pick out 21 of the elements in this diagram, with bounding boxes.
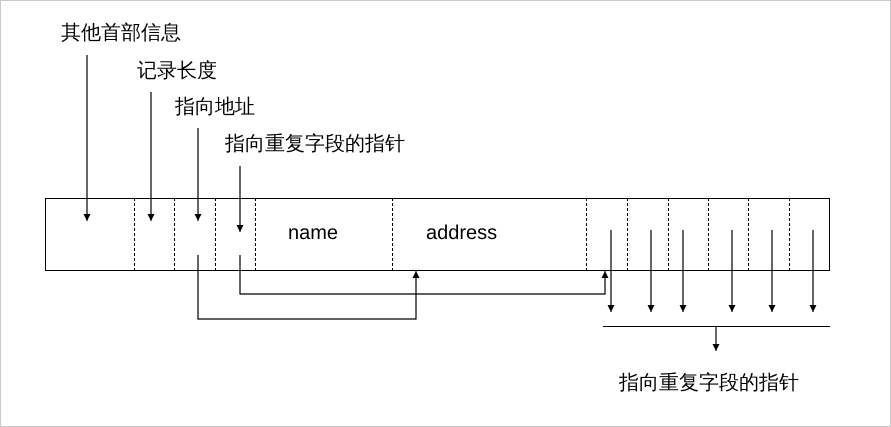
- arrow: [608, 230, 614, 312]
- arrow: [768, 230, 776, 312]
- record-box: [45, 198, 830, 271]
- arrow: [148, 92, 154, 221]
- pointer-arrow: [239, 255, 608, 295]
- arrow: [810, 230, 816, 312]
- field-label: 指向重复字段的指针: [225, 132, 445, 158]
- field-label: 指向重复字段的指针: [619, 371, 839, 397]
- field-name: name: [255, 198, 393, 271]
- arrow: [728, 230, 736, 312]
- arrow: [194, 128, 202, 221]
- field-label: 其他首部信息: [61, 21, 209, 47]
- field-label: 指向地址: [175, 95, 275, 121]
- arrow: [648, 230, 654, 312]
- arrow: [712, 327, 720, 351]
- field-label: 记录长度: [137, 59, 237, 85]
- pointer-arrow: [197, 255, 420, 320]
- arrow: [680, 230, 686, 312]
- field-name: address: [392, 198, 587, 271]
- arrow: [236, 166, 244, 232]
- arrow: [84, 55, 90, 221]
